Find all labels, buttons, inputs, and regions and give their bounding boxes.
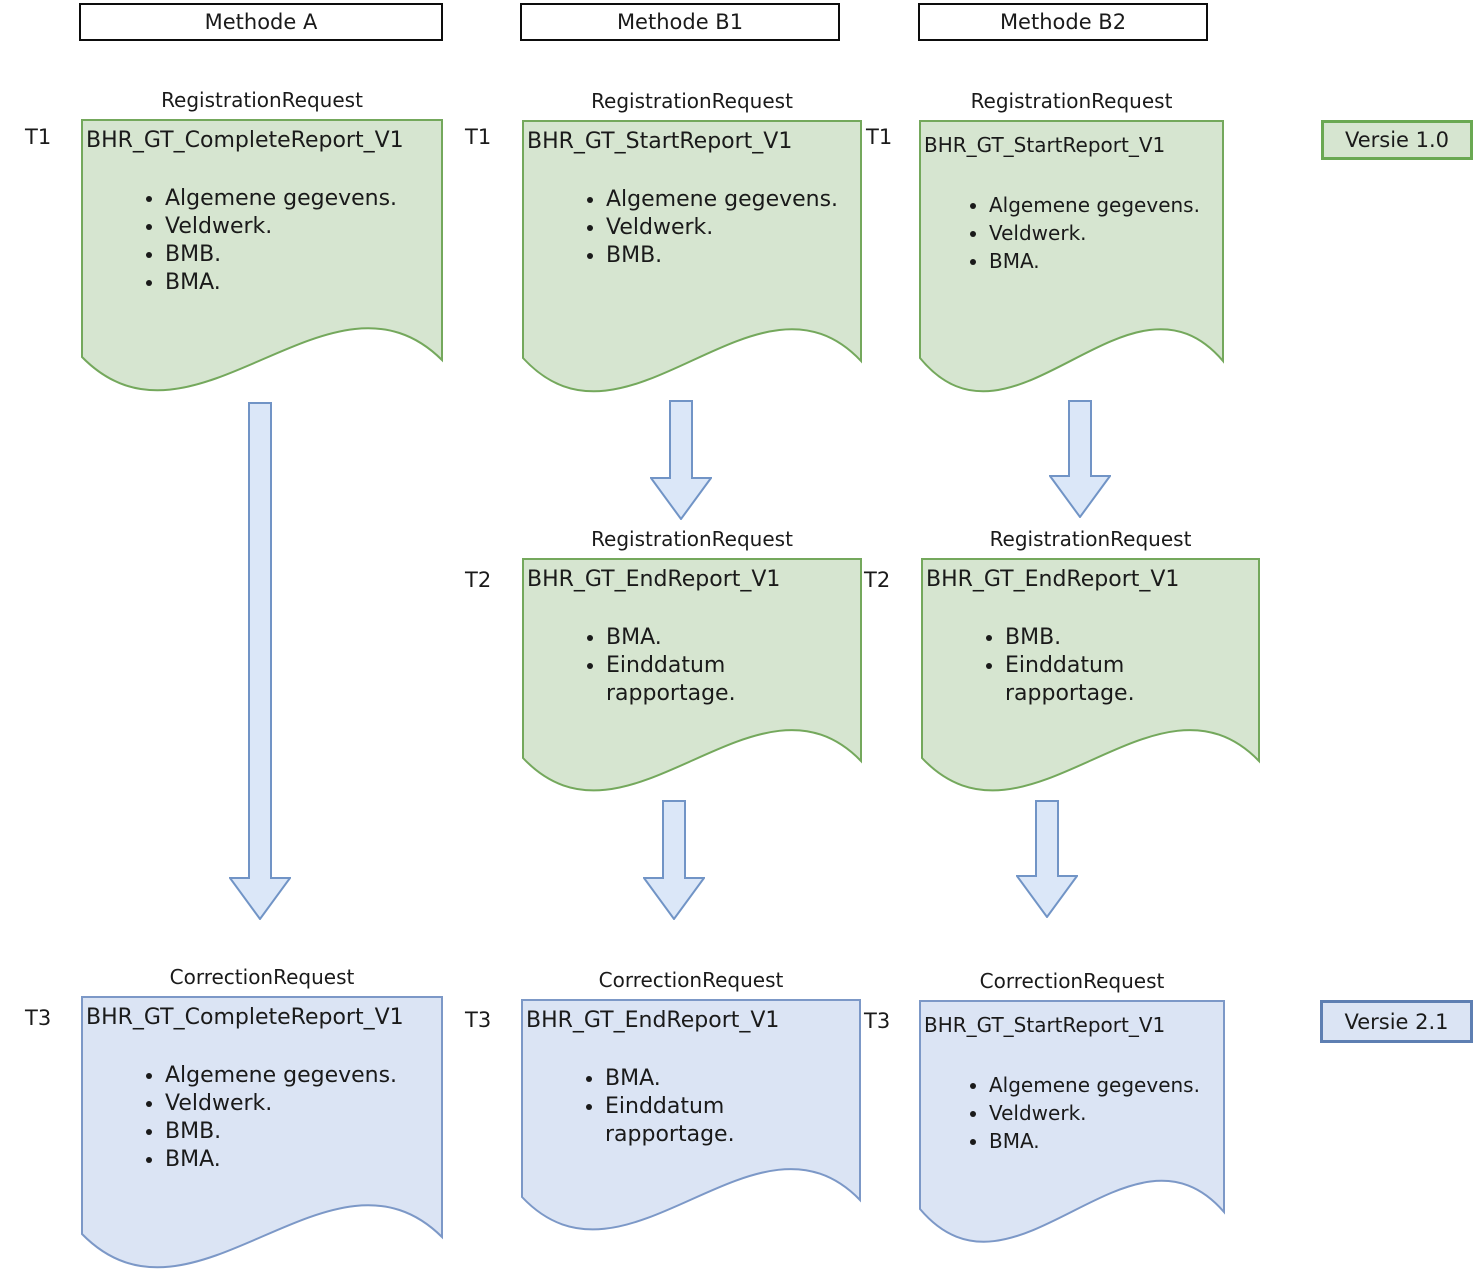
request-type-caption: RegistrationRequest [970,89,1173,113]
bullet-item: BMA. [606,624,756,652]
time-label-t3: T3 [25,1006,52,1030]
document-bullets: Algemene gegevens. Veldwerk. BMA. [919,1071,1225,1155]
time-label-t2: T2 [864,568,891,592]
document-title: BHR_GT_EndReport_V1 [526,1008,780,1033]
bullet-item: Algemene gegevens. [989,191,1224,219]
down-arrow-b2-1 [1049,400,1111,518]
document-b2-t2: BHR_GT_EndReport_V1 BMB. Einddatum rappo… [921,558,1260,800]
document-shape [919,1000,1225,1243]
time-label-t3: T3 [864,1009,891,1033]
time-label-t2: T2 [465,568,492,592]
document-title: BHR_GT_StartReport_V1 [924,1013,1166,1037]
bullet-item: Algemene gegevens. [165,185,443,213]
document-title: BHR_GT_EndReport_V1 [926,567,1180,592]
bullet-item: BMB. [1005,624,1155,652]
document-a-t3: BHR_GT_CompleteReport_V1 Algemene gegeve… [81,996,443,1276]
document-b2-t1: BHR_GT_StartReport_V1 Algemene gegevens.… [919,120,1224,400]
document-bullets: BMA. Einddatum rapportage. [521,1065,861,1149]
bullet-item: BMB. [165,241,443,269]
document-title: BHR_GT_CompleteReport_V1 [86,128,404,153]
document-bullets: Algemene gegevens. Veldwerk. BMB. BMA. [81,185,443,297]
document-b1-t2: BHR_GT_EndReport_V1 BMA. Einddatum rappo… [522,558,862,800]
bullet-item: Algemene gegevens. [606,186,862,214]
request-type-caption: RegistrationRequest [591,527,793,551]
bullet-item: Veldwerk. [606,214,862,242]
request-type-caption: RegistrationRequest [591,89,793,113]
down-arrow-b2-2 [1016,800,1078,918]
bullet-item: Veldwerk. [165,213,443,241]
document-b1-t1: BHR_GT_StartReport_V1 Algemene gegevens.… [522,120,862,400]
bullet-item: BMA. [989,1127,1225,1155]
document-shape [81,996,443,1269]
document-b2-t3: BHR_GT_StartReport_V1 Algemene gegevens.… [919,1000,1225,1250]
document-shape [919,120,1224,393]
document-bullets: Algemene gegevens. Veldwerk. BMA. [919,191,1224,275]
time-label-t1: T1 [25,125,52,149]
document-title: BHR_GT_EndReport_V1 [527,567,781,592]
document-bullets: BMA. Einddatum rapportage. [522,624,862,708]
document-shape [521,999,861,1231]
down-arrow-b1-2 [643,800,705,920]
document-shape [921,558,1260,792]
document-shape [81,119,443,392]
document-title: BHR_GT_CompleteReport_V1 [86,1005,404,1030]
bullet-item: BMB. [165,1118,443,1146]
bullet-item: Einddatum rapportage. [606,652,756,708]
request-type-caption: CorrectionRequest [979,969,1165,993]
bullet-item: Veldwerk. [165,1090,443,1118]
bullet-item: BMA. [165,269,443,297]
time-label-t1: T1 [465,125,492,149]
document-bullets: BMB. Einddatum rapportage. [921,624,1260,708]
request-type-caption: RegistrationRequest [161,88,363,112]
bullet-item: BMA. [605,1065,755,1093]
bullet-item: BMB. [606,242,862,270]
version-badge-2-1: Versie 2.1 [1320,1000,1473,1043]
document-title: BHR_GT_StartReport_V1 [527,129,793,154]
bullet-item: Einddatum rapportage. [1005,652,1155,708]
bullet-item: Veldwerk. [989,219,1224,247]
time-label-t1: T1 [866,125,893,149]
method-header-a: Methode A [79,3,443,41]
document-bullets: Algemene gegevens. Veldwerk. BMB. [522,186,862,270]
document-shape [522,120,862,393]
time-label-t3: T3 [465,1008,492,1032]
document-shape [522,558,862,792]
bullet-item: BMA. [165,1146,443,1174]
request-type-caption: RegistrationRequest [989,527,1192,551]
method-header-b1: Methode B1 [520,3,840,41]
request-type-caption: CorrectionRequest [169,965,355,989]
bullet-item: Algemene gegevens. [989,1071,1225,1099]
document-a-t1: BHR_GT_CompleteReport_V1 Algemene gegeve… [81,119,443,399]
down-arrow-b1-1 [650,400,712,520]
method-header-b2: Methode B2 [918,3,1208,41]
document-b1-t3: BHR_GT_EndReport_V1 BMA. Einddatum rappo… [521,999,861,1237]
document-title: BHR_GT_StartReport_V1 [924,133,1166,157]
bullet-item: Veldwerk. [989,1099,1225,1127]
request-type-caption: CorrectionRequest [598,968,784,992]
down-arrow-a [229,402,291,920]
version-badge-1-0: Versie 1.0 [1321,120,1473,160]
document-bullets: Algemene gegevens. Veldwerk. BMB. BMA. [81,1062,443,1174]
bullet-item: BMA. [989,247,1224,275]
bullet-item: Algemene gegevens. [165,1062,443,1090]
bullet-item: Einddatum rapportage. [605,1093,755,1149]
